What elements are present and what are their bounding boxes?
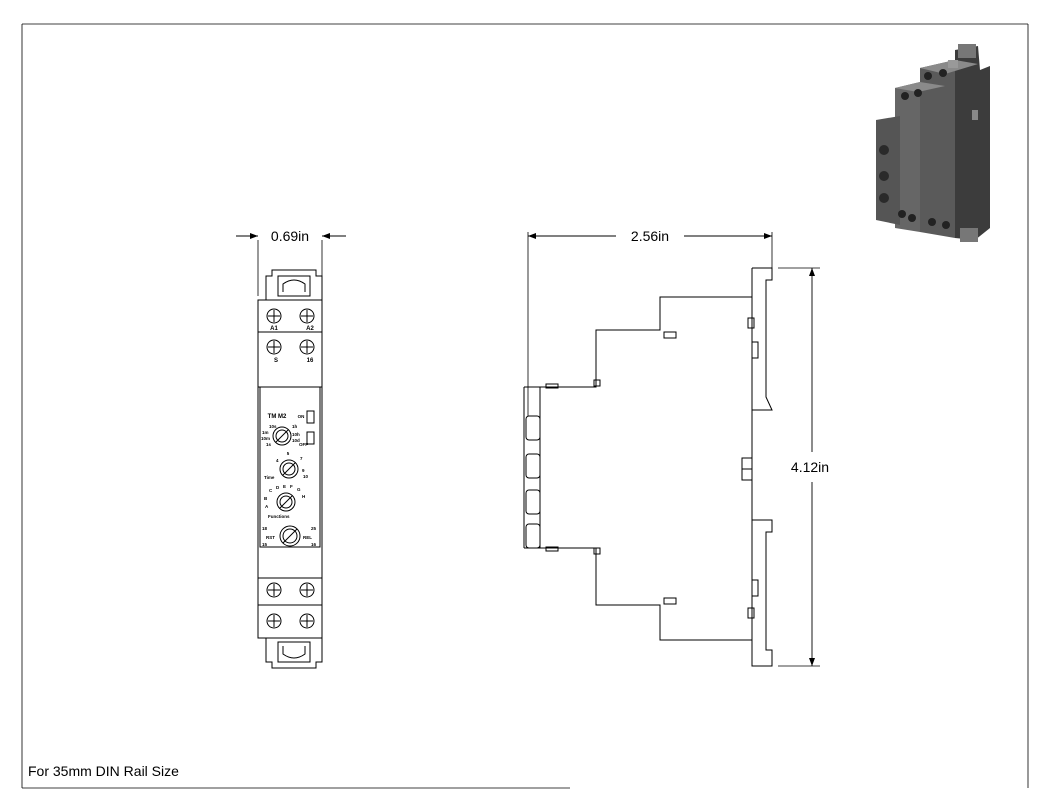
screw-terminal	[299, 613, 315, 629]
dial-label: 18	[262, 526, 268, 531]
function-tick: C	[269, 488, 273, 493]
time-tick: 7	[300, 456, 303, 461]
screw-terminal	[266, 613, 282, 629]
depth-dimension-label: 2.56in	[631, 228, 669, 244]
range-label: 1m	[262, 430, 269, 435]
time-tick: 9	[302, 468, 305, 473]
side-view	[523, 267, 773, 667]
function-tick: A	[265, 504, 269, 509]
function-tick: F	[290, 484, 293, 489]
dial-label: 16	[311, 542, 317, 547]
depth-dimension: 2.56in	[527, 228, 773, 416]
time-tick: 10	[303, 474, 309, 479]
dial-label: 25	[311, 526, 317, 531]
function-tick: D	[276, 485, 280, 490]
screw-terminal	[266, 582, 282, 598]
time-range-dial: 10s 1m 10m 1s 1h 10h 10d OFF	[261, 424, 308, 447]
switch-label-on: ON	[298, 414, 305, 419]
height-dimension-label: 4.12in	[791, 459, 829, 475]
drawing-frame	[21, 23, 1029, 789]
dial-label: RST	[266, 535, 275, 540]
range-label: 10h	[292, 432, 300, 437]
terminal-label-s: S	[274, 358, 278, 364]
terminal-label-a1: A1	[270, 326, 278, 332]
function-tick: H	[302, 494, 305, 499]
range-label: 1h	[292, 424, 298, 429]
range-label: 10s	[269, 424, 277, 429]
height-dimension: 4.12in	[778, 267, 829, 667]
width-dimension-label: 0.69in	[271, 228, 309, 244]
time-tick: 5	[287, 451, 290, 456]
range-label: 10m	[261, 436, 270, 441]
screw-terminal	[266, 339, 282, 355]
range-label: 1s	[266, 442, 272, 447]
screw-terminal	[266, 308, 282, 324]
screw-terminal	[299, 582, 315, 598]
function-tick: B	[264, 496, 268, 501]
led-indicator	[306, 410, 315, 424]
front-view: A1 A2 S 16 TM M2 ON 10s 1m 10m 1s 1h 10h…	[257, 269, 323, 669]
caption-din-rail: For 35mm DIN Rail Size	[28, 763, 179, 779]
width-dimension: 0.69in	[236, 228, 346, 296]
switch-label-off: OFF	[299, 442, 308, 447]
terminal-label-16: 16	[307, 358, 314, 364]
function-dial: C D E F G H B A Functions	[264, 484, 305, 519]
screw-terminal	[299, 308, 315, 324]
terminal-label-a2: A2	[306, 326, 314, 332]
range-label: 10d	[292, 438, 300, 443]
led-indicator	[306, 431, 315, 445]
function-tick: E	[283, 484, 286, 489]
relay-3d-render	[876, 44, 990, 242]
screw-terminal	[299, 339, 315, 355]
time-tick: 4	[276, 458, 279, 463]
reset-dial: 18 25 RST REL 15 16	[262, 525, 317, 547]
dial-label: REL	[303, 535, 312, 540]
time-dial-label: Time	[264, 475, 275, 480]
dial-label: 15	[262, 542, 268, 547]
model-label: TM M2	[268, 414, 287, 420]
time-dial: 5 4 7 9 10 Time	[264, 451, 309, 480]
function-dial-label: Functions	[268, 514, 290, 519]
function-tick: G	[297, 487, 301, 492]
